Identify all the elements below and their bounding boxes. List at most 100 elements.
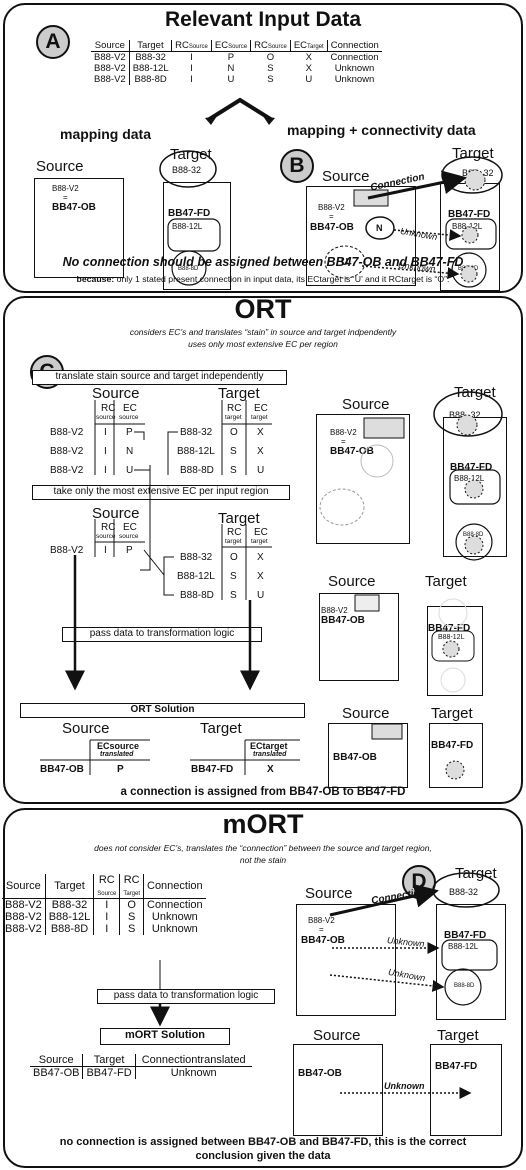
source-region-ob: BB47-OB [52, 202, 96, 213]
ec-header: EC [254, 527, 268, 538]
bracket-line [143, 549, 165, 576]
bracket-line [163, 556, 174, 596]
stain-n-shape [365, 216, 395, 240]
ec-target-translated: ECtarget [250, 741, 288, 751]
panel-a-letter: A [36, 25, 70, 59]
mort-diag-target: Target [437, 1027, 479, 1044]
table-cell: B88-12L [177, 446, 215, 457]
source-region-label: B88-V2 [308, 916, 335, 925]
mort-diag-source: Source [305, 885, 353, 902]
translated-sub: translated [100, 751, 134, 758]
table-header-row: Source Target Connectiontranslated [30, 1054, 252, 1067]
input-data-table: Source Target RCSource ECSource RCSource… [91, 40, 382, 85]
target-stain-x [461, 226, 479, 244]
rc-sub: target [225, 414, 242, 421]
target-region-12l: B88-12L [454, 474, 485, 483]
ort-diag-target: Target [431, 705, 473, 722]
mort-solution-table: Source Target Connectiontranslated BB47-… [30, 1054, 252, 1079]
table-cell: P [126, 427, 133, 438]
table-cell: I [104, 465, 107, 476]
table-header: Source [30, 1054, 83, 1067]
stain-p-shape [354, 594, 380, 612]
step-translate-independently: translate stain source and target indepe… [32, 370, 287, 385]
table-cell: I [104, 446, 107, 457]
table-cell: X [257, 446, 264, 457]
target-region-8d-shape [171, 250, 207, 286]
table-header: Connection [326, 40, 382, 52]
table-cell: I [93, 911, 120, 923]
table-cell: U [227, 74, 235, 85]
table-cell: B88-V2 [94, 63, 126, 74]
source-region-label: B88-V2 [318, 203, 345, 212]
table-row: B88-V2 B88-32 I O Connection [2, 898, 206, 911]
table-cell: S [230, 465, 237, 476]
table-header: Connection [142, 874, 206, 899]
table-cell: I [190, 74, 193, 85]
mort-diag-target-box [436, 904, 506, 1020]
table-cell: B88-8D [128, 74, 172, 85]
table-cell: Connection [330, 52, 379, 63]
table-cell: P [126, 545, 133, 556]
table-row: BB47-OB BB47-FD Unknown [30, 1066, 252, 1079]
target-region-fd: BB47-FD [435, 1061, 478, 1072]
table-cell: O [230, 552, 238, 563]
mort-conclusion1: no connection is assigned between BB47-O… [59, 1136, 467, 1148]
stain-p-shape [363, 417, 405, 439]
rc-sub: source [96, 414, 116, 421]
table-cell: B88-V2 [50, 465, 84, 476]
table-cell: O [266, 52, 275, 63]
target-region-32-shape [432, 872, 500, 908]
unknown-label: Unknown [384, 1081, 425, 1091]
table-header: ECTarget [289, 40, 328, 52]
table-cell: Unknown [334, 74, 375, 85]
unknown-arrow [393, 229, 462, 242]
table-cell: U [305, 74, 313, 85]
sol-target-ec: X [267, 764, 274, 775]
rc-header: RC [101, 403, 116, 414]
mapping-connectivity-label: mapping + connectivity data [287, 122, 476, 138]
table-cell: Unknown [334, 63, 375, 74]
mapping-data-label: mapping data [60, 126, 152, 142]
faded-region-32 [438, 598, 468, 628]
stain-u-label: U [341, 257, 349, 268]
table-cell: Connection [142, 898, 206, 911]
target-region-8d: B88-8D [463, 532, 484, 538]
bracket-line [167, 431, 178, 475]
split-arrowhead-left [205, 116, 217, 125]
target-region-12l: B88-12L [452, 222, 483, 231]
ort-diag-source: Source [342, 705, 390, 722]
table-cell: B88-32 [180, 427, 213, 438]
equals-label: = [63, 193, 68, 202]
mort-step-transformation-logic: pass data to transformation logic [97, 989, 275, 1004]
table-cell: B88-12L [44, 911, 94, 923]
table-cell: U [257, 465, 265, 476]
stain-u-shape [319, 488, 365, 526]
table-row: B88-V2 B88-8D I S Unknown [2, 923, 206, 935]
table-row: B88-V2 B88-12L I S Unknown [2, 911, 206, 923]
connection-arrow [329, 883, 439, 917]
source-region-ob: BB47-OB [330, 446, 374, 457]
table-cell: B88-V2 [5, 899, 42, 911]
table-cell: X [305, 63, 312, 74]
rc-header: RC [227, 403, 242, 414]
ort-diag-source: Source [342, 396, 390, 413]
table-header: ECSource [210, 40, 251, 52]
table-cell: S [230, 571, 237, 582]
table-cell: X [305, 52, 312, 63]
table-header: Target [128, 40, 172, 52]
table-cell: B88-V2 [94, 52, 126, 63]
table-cell: S [119, 923, 144, 935]
source-region-ob: BB47-OB [321, 615, 365, 626]
ec-sub: target [251, 538, 268, 545]
table-cell: N [126, 446, 134, 457]
ec-sub: source [119, 414, 139, 421]
ec-header: EC [123, 403, 137, 414]
mort-desc1: does not consider EC’s, translates the “… [94, 843, 432, 853]
table-cell: I [93, 923, 120, 935]
table-row: B88-V2 B88-8D I U S U Unknown [91, 74, 382, 85]
faded-region-8d [440, 667, 466, 693]
target-region-32-shape [433, 391, 503, 437]
